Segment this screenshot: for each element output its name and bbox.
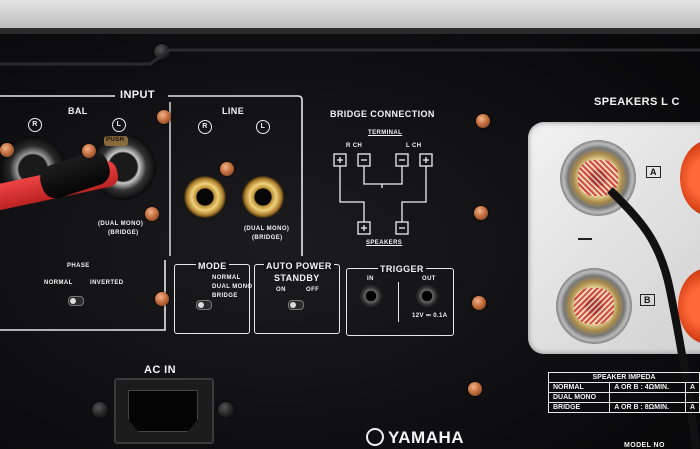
screw-line-top xyxy=(220,162,234,176)
on-label: ON xyxy=(276,287,286,293)
chassis-top-lip xyxy=(0,28,700,34)
screw-input-top xyxy=(157,110,171,124)
bridge-terminal-label: TERMINAL xyxy=(368,130,403,136)
screw-center-4 xyxy=(468,382,482,396)
speaker-post-b-right[interactable] xyxy=(678,268,700,344)
line-r-mark: R xyxy=(198,120,212,134)
bridge-l-ch: L CH xyxy=(406,143,422,149)
screw-input-left xyxy=(82,144,96,158)
mode-dual-mono: DUAL MONO xyxy=(212,284,253,290)
phase-label: PHASE xyxy=(67,263,90,269)
screw-input-edge xyxy=(0,143,14,157)
row-spec: A OR B : 4ΩMIN. xyxy=(609,382,686,393)
bridge-speakers-label: SPEAKERS xyxy=(366,240,403,246)
terminal-a-label: A xyxy=(646,166,661,178)
mode-switch[interactable] xyxy=(196,300,212,310)
row-mode: BRIDGE xyxy=(547,402,611,413)
row-mode: NORMAL xyxy=(547,382,611,393)
bal-r-mark: R xyxy=(28,118,42,132)
table-row: NORMAL A OR B : 4ΩMIN. A xyxy=(547,382,700,393)
standby-label: STANDBY xyxy=(274,273,320,283)
trigger-in-label: IN xyxy=(367,276,374,282)
row-mode: DUAL MONO xyxy=(547,392,611,403)
model-label: MODEL NO xyxy=(624,442,665,449)
line-bridge: (BRIDGE) xyxy=(252,235,283,241)
phase-normal: NORMAL xyxy=(44,280,73,286)
terminal-b-label: B xyxy=(640,294,655,306)
rca-line-left[interactable] xyxy=(242,176,284,218)
ac-in-label: AC IN xyxy=(144,364,176,376)
chassis-top-edge xyxy=(0,0,700,28)
impedance-title: SPEAKER IMPEDA xyxy=(548,372,700,383)
bal-bridge: (BRIDGE) xyxy=(108,230,139,236)
table-row: DUAL MONO xyxy=(547,392,700,403)
row-extra: A xyxy=(684,382,700,393)
push-label: PUSH xyxy=(106,137,125,143)
mode-normal: NORMAL xyxy=(212,275,241,281)
phase-inverted: INVERTED xyxy=(90,280,124,286)
mode-label: MODE xyxy=(196,261,229,271)
row-extra: A xyxy=(684,402,700,413)
row-spec xyxy=(609,392,686,403)
bal-label: BAL xyxy=(68,106,88,116)
row-extra xyxy=(684,392,700,403)
auto-power-label: AUTO POWER xyxy=(264,261,334,271)
speaker-post-a-right[interactable] xyxy=(680,140,700,216)
row-spec: A OR B : 8ΩMIN. xyxy=(609,402,686,413)
bal-dual-mono: (DUAL MONO) xyxy=(98,221,144,227)
screw-center-2 xyxy=(474,206,488,220)
line-dual-mono: (DUAL MONO) xyxy=(244,226,290,232)
ac-inlet-socket xyxy=(128,390,198,432)
screw-input-bottom xyxy=(145,207,159,221)
trigger-divider xyxy=(398,282,400,322)
trigger-in-jack[interactable] xyxy=(360,285,382,307)
speakers-title: SPEAKERS L C xyxy=(594,96,680,108)
impedance-table: SPEAKER IMPEDA NORMAL A OR B : 4ΩMIN. A … xyxy=(547,372,700,413)
bridge-title: BRIDGE CONNECTION xyxy=(330,109,435,119)
trigger-out-label: OUT xyxy=(422,276,436,282)
ac-screw-left xyxy=(92,402,108,418)
phase-switch[interactable] xyxy=(68,296,84,306)
speaker-wire-strands-b xyxy=(574,288,614,324)
chassis-screw-top xyxy=(154,44,170,60)
line-label: LINE xyxy=(222,106,245,116)
bal-l-mark: L xyxy=(112,118,126,132)
auto-power-switch[interactable] xyxy=(288,300,304,310)
yamaha-emblem-icon xyxy=(366,428,384,446)
ac-inlet[interactable] xyxy=(114,378,214,444)
screw-mode-left xyxy=(155,292,169,306)
input-group-outline xyxy=(0,95,303,331)
ac-screw-right xyxy=(218,402,234,418)
trigger-spec: 12V ⎓ 0.1A xyxy=(412,313,448,319)
panel-bevel xyxy=(0,48,700,66)
table-row: BRIDGE A OR B : 8ΩMIN. A xyxy=(547,402,700,413)
input-label: INPUT xyxy=(120,89,155,101)
rca-line-right[interactable] xyxy=(184,176,226,218)
xlr-push-latch[interactable] xyxy=(104,136,128,146)
screw-center-3 xyxy=(472,296,486,310)
trigger-out-jack[interactable] xyxy=(416,285,438,307)
bridge-r-ch: R CH xyxy=(346,143,363,149)
brand-logo: YAMAHA xyxy=(388,428,465,447)
mode-bridge: BRIDGE xyxy=(212,293,238,299)
line-l-mark: L xyxy=(256,120,270,134)
off-label: OFF xyxy=(306,287,320,293)
trigger-label: TRIGGER xyxy=(378,264,426,274)
screw-center-1 xyxy=(476,114,490,128)
minus-mark xyxy=(578,238,592,240)
bridge-wiring-diagram xyxy=(333,153,433,235)
